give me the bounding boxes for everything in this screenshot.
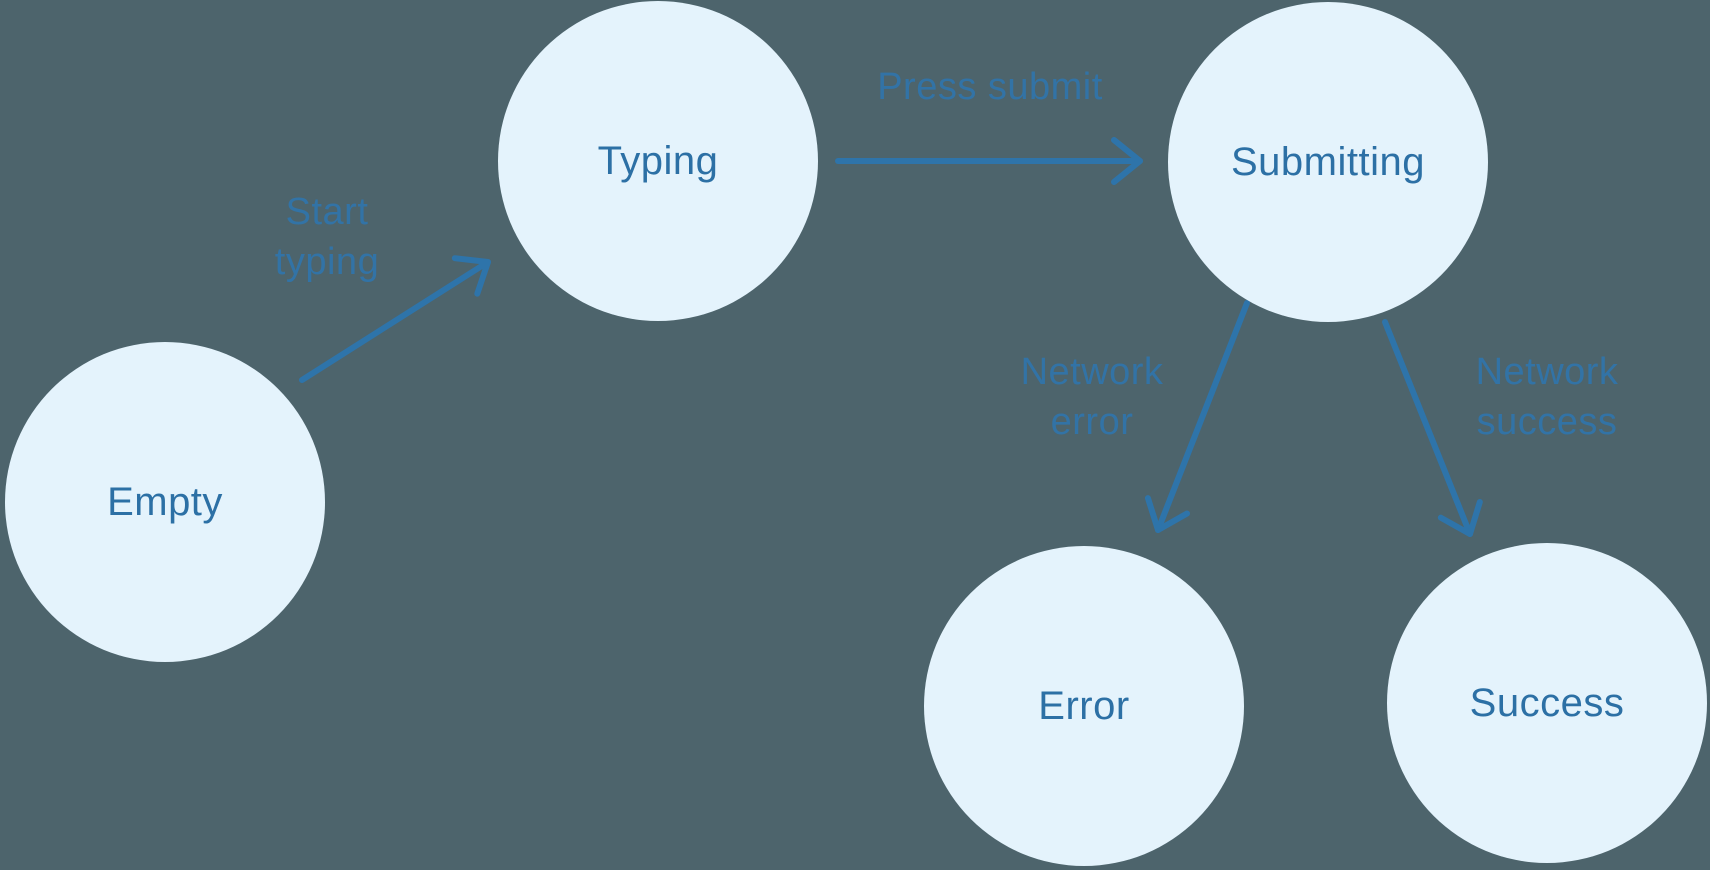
state-node-submitting: Submitting xyxy=(1168,2,1488,322)
state-node-empty: Empty xyxy=(5,342,325,662)
edge-label-start-typing: Start typing xyxy=(275,187,379,287)
state-node-label: Error xyxy=(1038,683,1130,728)
state-node-label: Empty xyxy=(107,479,223,524)
edge-label-line: Network xyxy=(1020,351,1164,393)
edge-label-press-submit: Press submit xyxy=(877,62,1103,112)
edge-label-line: Start xyxy=(285,191,369,233)
edge-label-network-error: Network error xyxy=(1021,347,1164,447)
edge-submitting-success xyxy=(1382,319,1483,537)
edge-label-line: error xyxy=(1050,401,1134,443)
state-node-error: Error xyxy=(924,546,1244,866)
state-node-typing: Typing xyxy=(498,1,818,321)
edge-label-line: Press submit xyxy=(877,66,1103,108)
edge-label-line: success xyxy=(1476,401,1618,443)
state-node-label: Success xyxy=(1469,680,1625,725)
edge-label-line: typing xyxy=(274,241,380,283)
state-node-label: Typing xyxy=(597,138,719,183)
state-node-label: Submitting xyxy=(1231,139,1425,184)
edge-label-network-success: Network success xyxy=(1476,347,1619,447)
edge-label-line: Network xyxy=(1475,351,1619,393)
edge-submitting-error xyxy=(1144,300,1250,533)
state-node-success: Success xyxy=(1387,543,1707,863)
